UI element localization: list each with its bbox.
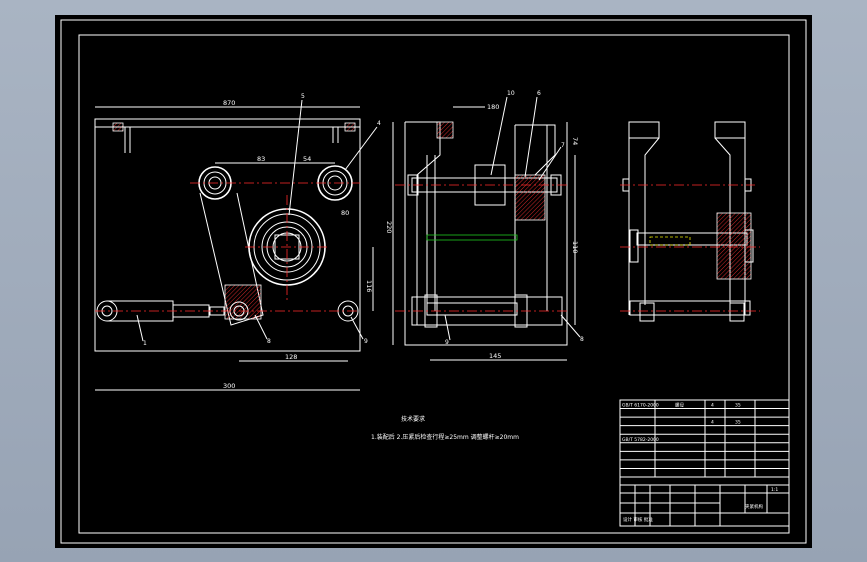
notes-line: 1.装配后 2.压紧后检查行程≥25mm 调整螺杆≥20mm — [371, 433, 519, 441]
front-view: 870 83 54 80 116 128 300 5 4 1 8 9 — [94, 93, 381, 391]
dim-128: 128 — [285, 353, 297, 361]
bom-cell-code: GB/T 5782-2000 — [622, 437, 659, 443]
dim-145: 145 — [489, 352, 501, 360]
title-block-scale: 1:1 — [771, 487, 778, 493]
bom-cell-code: GB/T 6170-2000 — [622, 403, 659, 409]
title-block: 夹紧机构 1:1 设计 审核 批准 GB/T 6170-2000 螺母 4 35 4 35… — [619, 399, 790, 527]
callout-4: 4 — [377, 120, 381, 127]
dim-80: 80 — [341, 209, 349, 217]
dim-116: 116 — [365, 280, 373, 292]
callout-10: 10 — [507, 90, 515, 97]
bom-cell-name: 螺母 — [675, 402, 684, 409]
cad-drawing-canvas: 870 83 54 80 116 128 300 5 4 1 8 9 — [60, 19, 807, 544]
dim-54: 54 — [303, 155, 311, 163]
bom-cell-mat: 35 — [735, 403, 741, 409]
callout-8: 8 — [267, 338, 271, 345]
callout-5: 5 — [301, 93, 305, 100]
cad-drawing-viewport[interactable]: 870 83 54 80 116 128 300 5 4 1 8 9 — [55, 15, 812, 548]
title-block-sheet-label: 夹紧机构 — [745, 503, 763, 510]
dim-top: 870 — [223, 99, 235, 107]
notes-title: 技术要求 — [401, 415, 425, 423]
dim-83: 83 — [257, 155, 265, 163]
side-view: 180 220 74 110 145 10 6 7 9 8 — [385, 90, 584, 361]
dim-74: 74 — [571, 137, 579, 145]
bom-cell-qty: 4 — [711, 420, 714, 426]
bom-cell-qty: 4 — [711, 403, 714, 409]
callout-1: 1 — [143, 340, 147, 347]
outer-frame — [60, 19, 807, 544]
dim-300: 300 — [223, 382, 235, 390]
dim-110: 110 — [571, 241, 579, 253]
right-view — [620, 121, 760, 322]
callout-6: 6 — [537, 90, 541, 97]
callout-9: 9 — [364, 338, 368, 345]
callout-8b: 8 — [580, 336, 584, 343]
inner-frame — [78, 34, 790, 534]
bom-cell-mat: 35 — [735, 420, 741, 426]
dim-220: 220 — [385, 221, 393, 233]
callout-7: 7 — [561, 142, 565, 149]
callout-9b: 9 — [445, 339, 449, 346]
title-block-sign-row: 设计 审核 批准 — [623, 516, 653, 523]
dim-180: 180 — [487, 103, 499, 111]
